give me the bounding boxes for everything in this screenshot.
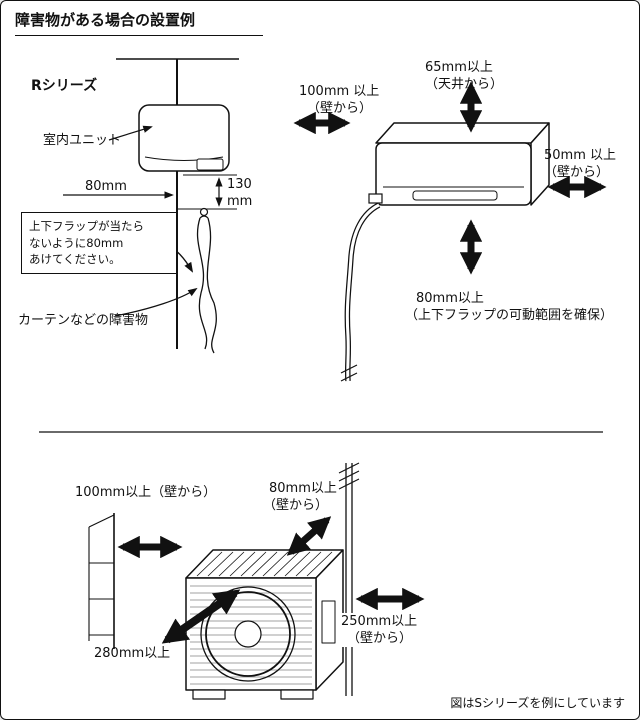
wall-drawing	[116, 58, 239, 349]
indoor-unit-label: 室内ユニット	[43, 133, 122, 148]
outdoor-arrow-back	[286, 516, 332, 556]
curtain-drawing	[196, 207, 217, 354]
clearance-wall-right-label: 50mm 以上 （壁から）	[544, 148, 617, 181]
clearance-flap-label: 80mm以上 （上下フラップの可動範囲を確保）	[405, 291, 614, 324]
footnote: 図はSシリーズを例にしています	[450, 696, 625, 710]
indoor-unit-drawing	[138, 104, 230, 172]
curtain-obstacle-label: カーテンなどの障害物	[18, 313, 149, 328]
dim-130mm-label: 130 mm	[227, 176, 252, 210]
page-title: 障害物がある場合の設置例	[15, 9, 263, 36]
indoor-unit-3d-drawing	[375, 122, 550, 206]
outdoor-clearance-front-label: 280mm以上	[94, 646, 171, 661]
outdoor-clearance-back-label: 80mm以上 （壁から）	[263, 481, 337, 514]
outdoor-clearance-right-label: 250mm以上 （壁から）	[339, 613, 420, 648]
outdoor-unit-drawing	[185, 549, 344, 700]
dim-80mm-label: 80mm	[85, 179, 127, 194]
pipe-drawing	[338, 462, 360, 696]
clearance-wall-left-label: 100mm 以上 （壁から）	[299, 84, 380, 117]
dim-130mm-value: 130	[227, 177, 252, 192]
outdoor-arrow-front	[161, 589, 241, 644]
clearance-ceiling-label: 65mm以上 （天井から）	[425, 60, 504, 93]
series-label: Rシリーズ	[31, 78, 98, 94]
outdoor-wall-drawing	[88, 513, 115, 649]
flap-note: 上下フラップが当たら ないように80mm あけてください。	[21, 212, 177, 275]
dim-130mm-unit: mm	[227, 194, 253, 210]
indoor-dimension-lines	[63, 125, 237, 317]
drain-hose-drawing	[340, 193, 383, 382]
outdoor-clearance-wall-left-label: 100mm以上（壁から）	[75, 485, 217, 500]
